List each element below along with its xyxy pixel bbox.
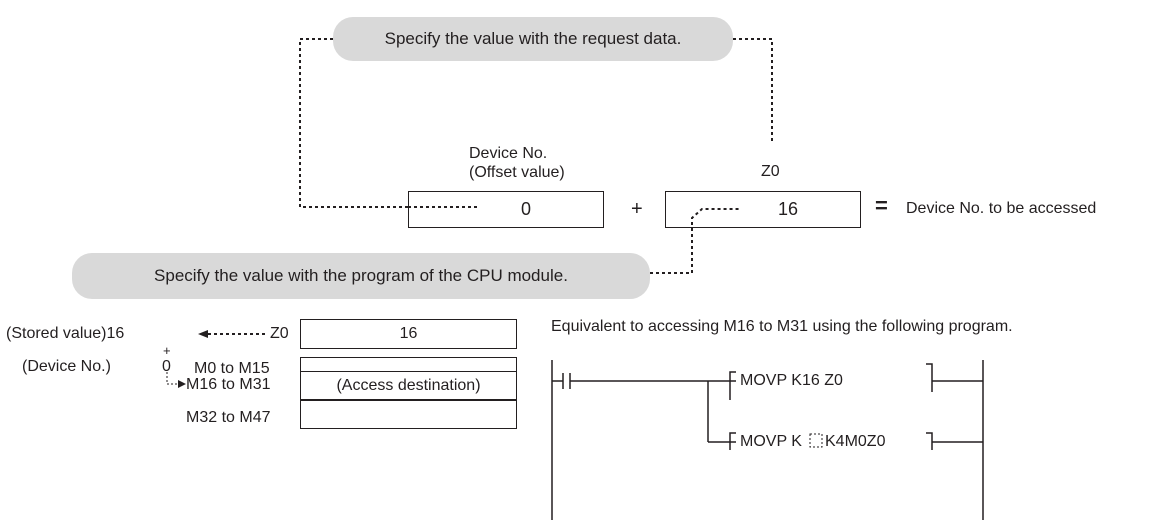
equivalent-text: Equivalent to accessing M16 to M31 using…	[551, 318, 1013, 335]
z0-register-cell: 16	[300, 319, 517, 349]
ladder-diagram	[551, 360, 984, 520]
row-cell-m32	[300, 400, 517, 429]
z0-register-value: 16	[399, 325, 418, 342]
row-cell-m16-text: (Access destination)	[336, 376, 481, 394]
ladder-instruction-1: MOVP K16 Z0	[740, 372, 843, 389]
request-connector-left	[299, 38, 408, 208]
program-callout: Specify the value with the program of th…	[72, 253, 650, 299]
offset-value-box: 0	[408, 191, 604, 228]
row-cell-m16: (Access destination)	[300, 371, 517, 400]
device-arrowhead	[178, 380, 186, 388]
ladder-instruction-2-prefix: MOVP K	[740, 433, 802, 450]
request-data-callout-text: Specify the value with the request data.	[384, 29, 682, 48]
z0-label: Z0	[761, 163, 780, 180]
z0-value-box: 16	[665, 191, 861, 228]
program-connector	[650, 208, 740, 274]
row-label-m16: M16 to M31	[186, 376, 271, 393]
equals-sign: =	[875, 193, 888, 218]
offset-value-label: (Offset value)	[469, 164, 565, 181]
program-callout-text: Specify the value with the program of th…	[154, 266, 568, 285]
offset-value: 0	[520, 199, 531, 219]
device-elbow	[166, 372, 178, 385]
row-label-m0: M0 to M15	[194, 360, 270, 377]
plus-small: +	[163, 343, 171, 358]
stored-value-label: (Stored value)16	[6, 325, 125, 342]
z0-value: 16	[777, 199, 799, 219]
row-label-m32: M32 to M47	[186, 409, 271, 426]
device-no-value: 0	[162, 358, 171, 375]
device-no-bottom-label: (Device No.)	[22, 358, 111, 375]
request-data-callout: Specify the value with the request data.	[333, 17, 733, 61]
ladder-instruction-2-suffix: K4M0Z0	[825, 433, 886, 450]
plus-sign: +	[631, 198, 643, 220]
placeholder-box	[809, 433, 823, 448]
device-no-label: Device No.	[469, 145, 548, 162]
request-connector-right	[733, 38, 773, 143]
z0-register-label: Z0	[270, 325, 289, 342]
stored-arrowhead	[198, 330, 208, 338]
result-label: Device No. to be accessed	[906, 200, 1097, 217]
